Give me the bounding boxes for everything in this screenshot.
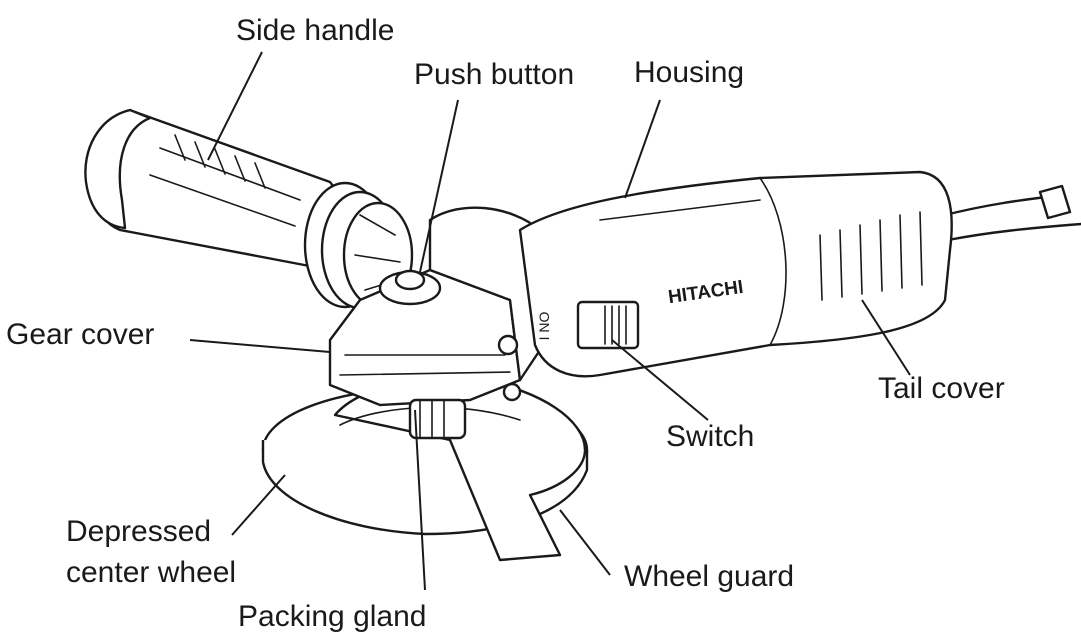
switch-marking: ON I xyxy=(536,312,552,341)
label-depressed-center-wheel-line1: Depressed xyxy=(66,515,211,549)
label-side-handle: Side handle xyxy=(236,14,394,48)
side-handle-drawing xyxy=(85,110,412,308)
label-housing: Housing xyxy=(634,56,744,90)
label-tail-cover: Tail cover xyxy=(878,372,1005,406)
housing-drawing xyxy=(520,172,952,376)
label-push-button: Push button xyxy=(414,58,574,92)
label-gear-cover: Gear cover xyxy=(6,318,154,352)
label-packing-gland: Packing gland xyxy=(238,600,426,634)
label-wheel-guard: Wheel guard xyxy=(624,560,794,594)
power-cord xyxy=(945,186,1081,240)
label-switch: Switch xyxy=(666,420,754,454)
label-depressed-center-wheel-line2: center wheel xyxy=(66,556,236,590)
